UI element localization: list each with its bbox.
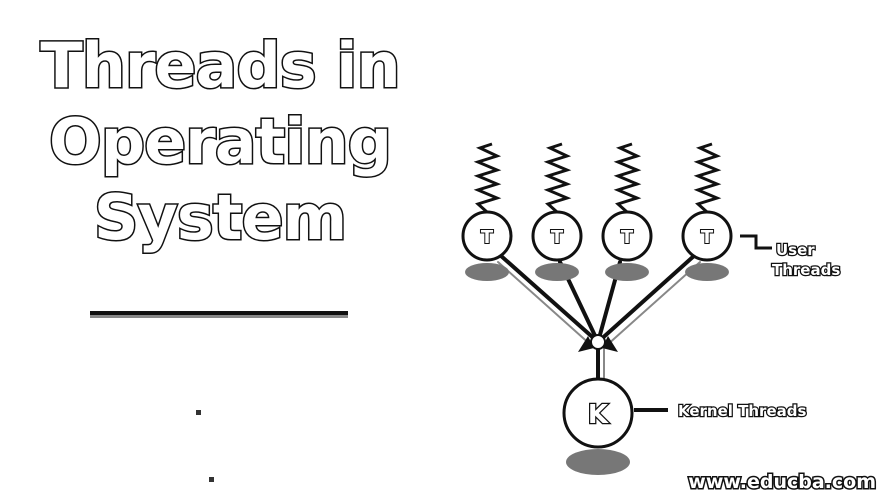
page-title: Threads in Operating System	[30, 28, 410, 256]
user-thread-3: T	[601, 142, 653, 281]
hub-arrowheads	[578, 336, 618, 352]
user-thread-letter: T	[551, 227, 564, 248]
user-threads-pointer	[740, 234, 772, 250]
kernel-threads-label: Kernel Threads	[677, 401, 808, 422]
thread-squiggle-icon	[693, 142, 722, 214]
connection-line-1	[498, 253, 600, 344]
footer-url: www.educba.com	[687, 470, 878, 495]
thread-squiggle-icon	[613, 142, 642, 214]
user-thread-letter: T	[701, 227, 714, 248]
thread-squiggle-icon	[543, 142, 572, 214]
user-thread-letter: T	[481, 227, 494, 248]
speck-1	[196, 410, 201, 415]
hub-node	[590, 334, 606, 350]
title-line-1: Threads in	[39, 28, 402, 104]
title-line-3: System	[92, 180, 348, 256]
kernel-thread-node: K	[562, 377, 634, 475]
user-thread-2: T	[531, 142, 583, 281]
user-thread-letter: T	[621, 227, 634, 248]
speck-2	[209, 477, 214, 482]
title-line-2: Operating	[48, 104, 394, 180]
title-divider	[90, 311, 348, 315]
user-thread-1: T	[461, 142, 513, 281]
connection-line-4	[596, 253, 697, 344]
user-threads-label: User Threads	[771, 240, 842, 281]
thread-squiggle-icon	[473, 142, 502, 214]
user-thread-4: T	[681, 142, 733, 281]
kernel-letter: K	[588, 400, 609, 430]
connection-lines	[498, 253, 697, 387]
